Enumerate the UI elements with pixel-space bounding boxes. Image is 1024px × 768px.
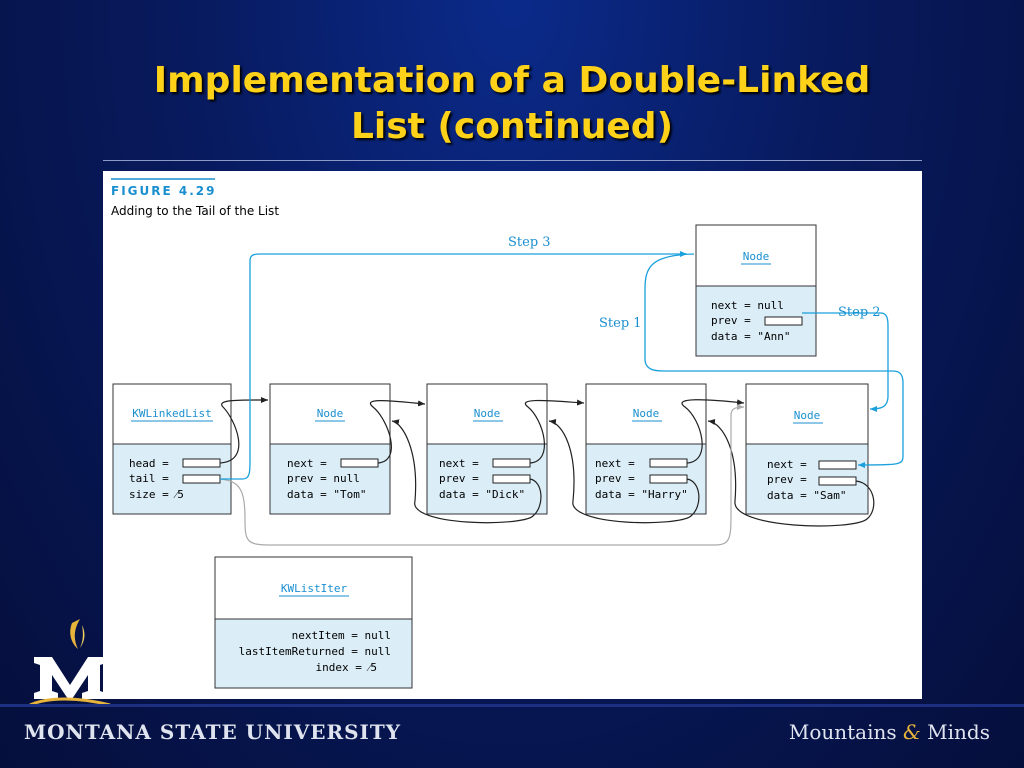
node-tom: Node next = prev = null data = "Tom" [269, 383, 391, 515]
step-3-label: Step 3 [508, 235, 551, 250]
step-arrows [220, 251, 904, 480]
node-dick: Node next = prev = data = "Dick" [426, 383, 548, 515]
node-sam-next: next = [767, 458, 807, 471]
node-ann-next: next = null [711, 299, 784, 312]
node-harry-heading: Node [633, 407, 660, 420]
node-dick-next: next = [439, 457, 479, 470]
figure-caption: Adding to the Tail of the List [111, 204, 279, 218]
kwlinkedlist-box: KWLinkedList head = tail = size = ⁄5 [112, 383, 232, 515]
title-line-1: Implementation of a Double-Linked [153, 60, 871, 101]
tagline-minds: Minds [927, 720, 990, 744]
kwlistiter-field-nextitem: nextItem = null [292, 629, 391, 642]
node-harry: Node next = prev = data = "Harry" [585, 383, 707, 515]
node-ann-data: data = "Ann" [711, 330, 790, 343]
node-tom-next: next = [287, 457, 327, 470]
kwlistiter-box: KWListIter nextItem = null lastItemRetur… [214, 556, 413, 689]
old-tail-pointer [219, 404, 745, 546]
figure-panel: FIGURE 4.29 Adding to the Tail of the Li… [103, 171, 922, 699]
tagline-mountains: Mountains [788, 720, 897, 744]
university-tagline: Mountains & Minds [789, 720, 990, 744]
footer-divider [0, 704, 1024, 707]
node-dick-data: data = "Dick" [439, 488, 525, 501]
title-line-2: List (continued) [350, 106, 674, 147]
node-ann-heading: Node [743, 250, 770, 263]
node-dick-heading: Node [474, 407, 501, 420]
tagline-ampersand: & [903, 720, 921, 744]
kwlinkedlist-heading: KWLinkedList [132, 407, 211, 420]
slide-footer: MONTANA STATE UNIVERSITY Mountains & Min… [0, 704, 1024, 768]
msu-logo [29, 619, 111, 707]
kwlistiter-field-index: index = ⁄5 [316, 661, 377, 674]
node-harry-data: data = "Harry" [595, 488, 688, 501]
node-tom-data: data = "Tom" [287, 488, 366, 501]
kwlinkedlist-field-tail: tail = [129, 472, 169, 485]
step-2-label: Step 2 [838, 305, 881, 320]
slide-title: Implementation of a Double-Linked List (… [0, 58, 1024, 150]
title-divider [103, 160, 922, 161]
node-harry-next: next = [595, 457, 635, 470]
step-1-label: Step 1 [599, 316, 642, 331]
kwlistiter-heading: KWListIter [281, 582, 348, 595]
university-name: MONTANA STATE UNIVERSITY [24, 720, 402, 744]
figure-label: FIGURE 4.29 [111, 184, 216, 198]
node-ann-prev: prev = [711, 314, 751, 327]
node-harry-prev: prev = [595, 472, 635, 485]
kwlinkedlist-field-size: size = ⁄5 [129, 488, 184, 501]
kwlinkedlist-field-head: head = [129, 457, 169, 470]
node-dick-prev: prev = [439, 472, 479, 485]
node-sam-prev: prev = [767, 473, 807, 486]
linked-list-diagram: FIGURE 4.29 Adding to the Tail of the Li… [111, 178, 904, 689]
node-sam-data: data = "Sam" [767, 489, 846, 502]
node-sam-heading: Node [794, 409, 821, 422]
node-sam: Node next = prev = data = "Sam" [745, 383, 869, 515]
pointer-arrows [219, 396, 875, 527]
node-ann: Node next = null prev = data = "Ann" [695, 224, 817, 357]
node-tom-prev: prev = null [287, 472, 360, 485]
node-tom-heading: Node [317, 407, 344, 420]
kwlistiter-field-lastitem: lastItemReturned = null [239, 645, 391, 658]
